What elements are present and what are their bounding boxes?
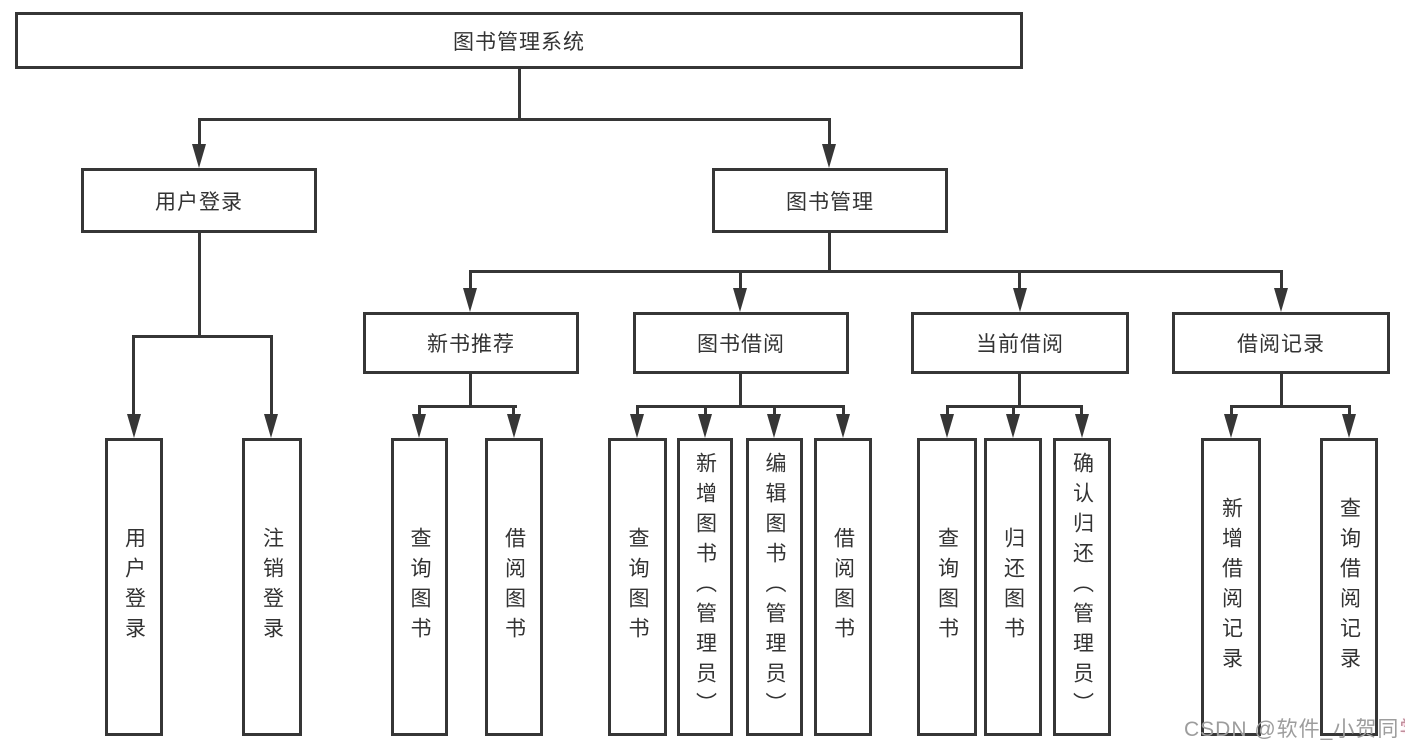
connector-vertical <box>828 233 831 272</box>
connector-vertical <box>270 335 273 416</box>
node-label: 图书管理 <box>786 190 874 214</box>
connector-vertical <box>418 405 421 418</box>
connector-horizontal <box>469 270 1282 273</box>
node-label: 新书推荐 <box>427 333 515 356</box>
connector-horizontal <box>1230 405 1350 408</box>
watermark-text: CSDN @软件_小贺同 <box>1184 718 1400 741</box>
node-new-book-recommend: 新书推荐 <box>363 312 579 374</box>
node-label: 用户登录 <box>155 190 243 214</box>
node-root-library-system: 图书管理系统 <box>15 12 1023 69</box>
leaf-label: 借阅图书 <box>502 527 526 647</box>
connector-vertical <box>1018 374 1021 408</box>
connector-vertical <box>1230 405 1233 418</box>
arrowhead-down-icon <box>698 414 712 438</box>
connector-vertical <box>636 405 639 418</box>
leaf-query-borrow-record: 查询借阅记录 <box>1320 438 1378 736</box>
connector-vertical <box>828 118 831 146</box>
arrowhead-down-icon <box>733 288 747 312</box>
arrowhead-down-icon <box>822 144 836 168</box>
arrowhead-down-icon <box>1006 414 1020 438</box>
node-borrowing-records: 借阅记录 <box>1172 312 1390 374</box>
leaf-label: 用户登录 <box>122 527 146 647</box>
node-label: 当前借阅 <box>976 333 1064 356</box>
leaf-label: 查询借阅记录 <box>1337 497 1361 677</box>
arrowhead-down-icon <box>940 414 954 438</box>
arrowhead-down-icon <box>412 414 426 438</box>
leaf-label: 编辑图书（管理员） <box>763 452 786 722</box>
connector-horizontal <box>132 335 273 338</box>
connector-vertical <box>1018 270 1021 290</box>
arrowhead-down-icon <box>1274 288 1288 312</box>
node-label: 图书借阅 <box>697 333 785 356</box>
node-current-borrowing: 当前借阅 <box>911 312 1129 374</box>
connector-vertical <box>469 374 472 408</box>
arrowhead-down-icon <box>1342 414 1356 438</box>
arrowhead-down-icon <box>1075 414 1089 438</box>
connector-vertical <box>1080 405 1083 418</box>
connector-vertical <box>1280 374 1283 408</box>
arrowhead-down-icon <box>1013 288 1027 312</box>
node-user-login: 用户登录 <box>81 168 317 233</box>
leaf-label: 归还图书 <box>1001 527 1025 647</box>
node-label: 图书管理系统 <box>453 30 585 54</box>
connector-vertical <box>739 270 742 290</box>
arrowhead-down-icon <box>836 414 850 438</box>
arrowhead-down-icon <box>463 288 477 312</box>
node-book-borrowing: 图书借阅 <box>633 312 849 374</box>
node-book-management: 图书管理 <box>712 168 948 233</box>
leaf-add-borrow-record: 新增借阅记录 <box>1201 438 1261 736</box>
connector-vertical <box>198 233 201 338</box>
arrowhead-down-icon <box>630 414 644 438</box>
connector-vertical <box>1012 405 1015 418</box>
connector-vertical <box>946 405 949 418</box>
connector-vertical <box>704 405 707 418</box>
csdn-watermark: CSDN @软件_小贺同学 <box>1184 713 1405 743</box>
connector-vertical <box>739 374 742 408</box>
leaf-confirm-return-admin: 确认归还（管理员） <box>1053 438 1111 736</box>
leaf-query-books: 查询图书 <box>917 438 977 736</box>
arrowhead-down-icon <box>507 414 521 438</box>
leaf-borrow-books: 借阅图书 <box>814 438 872 736</box>
connector-vertical <box>198 118 201 146</box>
leaf-label: 新增借阅记录 <box>1219 497 1243 677</box>
connector-horizontal <box>636 405 844 408</box>
arrowhead-down-icon <box>127 414 141 438</box>
connector-vertical <box>512 405 515 418</box>
arrowhead-down-icon <box>767 414 781 438</box>
leaf-label: 查询图书 <box>408 527 431 647</box>
leaf-label: 确认归还（管理员） <box>1070 452 1094 722</box>
leaf-label: 借阅图书 <box>831 527 855 647</box>
connector-vertical <box>1280 270 1283 290</box>
arrowhead-down-icon <box>264 414 278 438</box>
connector-vertical <box>842 405 845 418</box>
connector-vertical <box>518 69 521 119</box>
leaf-label: 查询图书 <box>626 527 649 647</box>
connector-vertical <box>132 335 135 416</box>
connector-horizontal <box>198 118 831 121</box>
leaf-user-login: 用户登录 <box>105 438 163 736</box>
leaf-label: 注销登录 <box>260 527 284 647</box>
connector-horizontal <box>418 405 517 408</box>
leaf-label: 查询图书 <box>935 527 959 647</box>
node-label: 借阅记录 <box>1237 333 1325 356</box>
connector-vertical <box>1348 405 1351 418</box>
leaf-borrow-books: 借阅图书 <box>485 438 543 736</box>
leaf-label: 新增图书（管理员） <box>693 452 717 722</box>
arrowhead-down-icon <box>192 144 206 168</box>
leaf-logout: 注销登录 <box>242 438 302 736</box>
connector-vertical <box>773 405 776 418</box>
watermark-accent-text: 学 <box>1399 718 1405 741</box>
connector-vertical <box>469 270 472 290</box>
leaf-query-books: 查询图书 <box>391 438 448 736</box>
arrowhead-down-icon <box>1224 414 1238 438</box>
leaf-edit-books-admin: 编辑图书（管理员） <box>746 438 803 736</box>
leaf-add-books-admin: 新增图书（管理员） <box>677 438 733 736</box>
leaf-query-books: 查询图书 <box>608 438 667 736</box>
leaf-return-books: 归还图书 <box>984 438 1042 736</box>
